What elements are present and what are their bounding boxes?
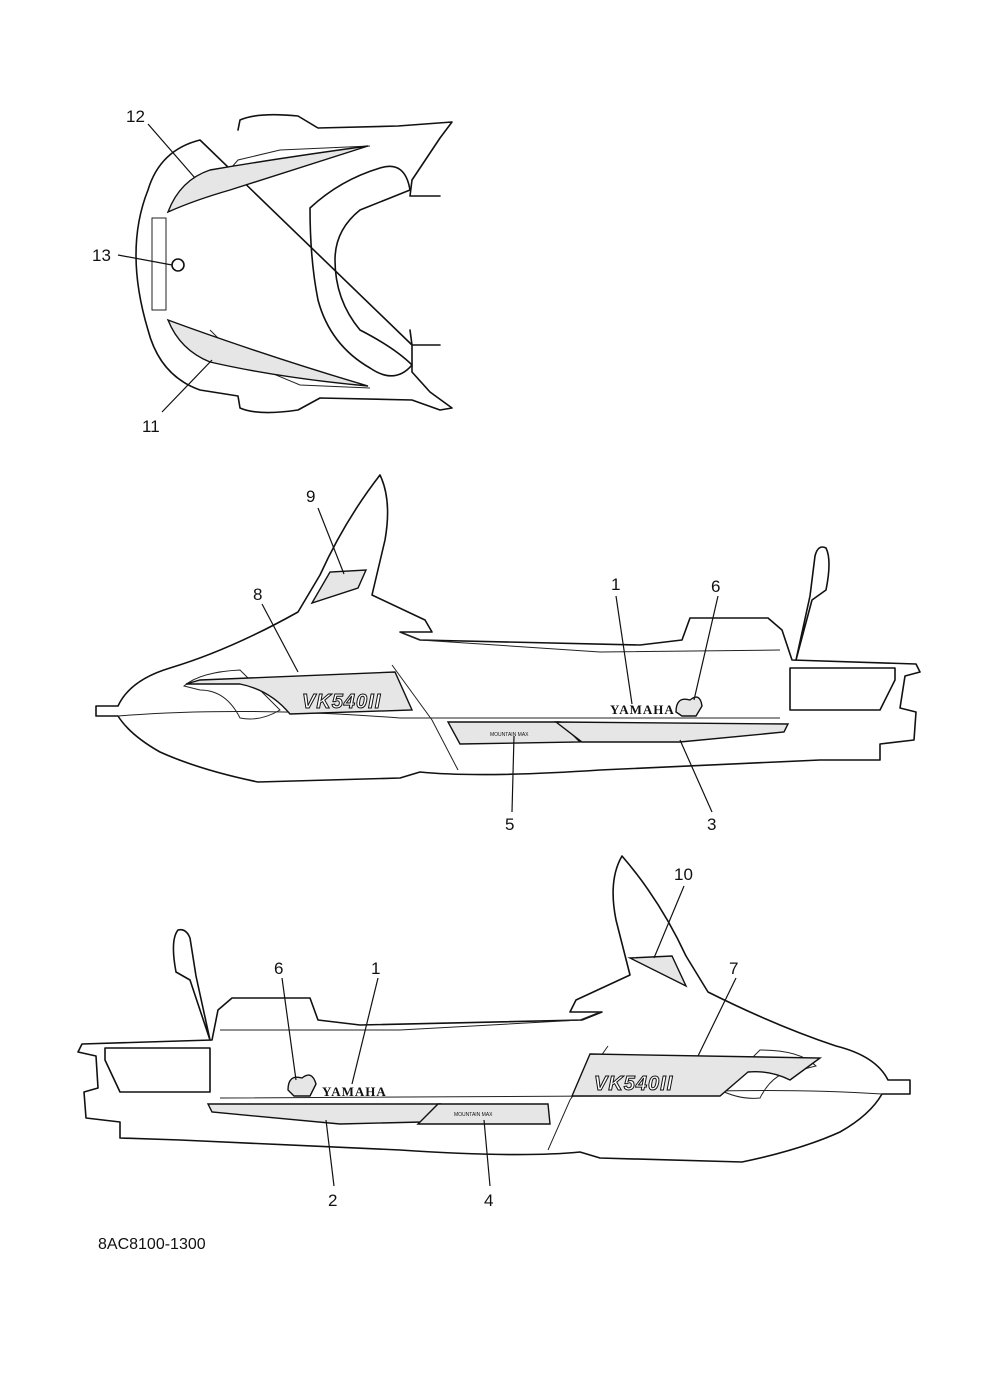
decal-6-emblem-right xyxy=(675,696,703,717)
callout-9: 9 xyxy=(306,487,315,506)
callout-11: 11 xyxy=(142,417,160,436)
decal-9 xyxy=(310,569,368,605)
callout-8: 8 xyxy=(253,585,262,604)
callout-10: 10 xyxy=(674,865,693,884)
decal-1-brand-left: YAMAHA xyxy=(322,1084,387,1099)
decal-4-stripe xyxy=(416,1103,551,1125)
side-view-right: VK540II YAMAHA MOUNTAIN MAX 9 8 1 6 5 3 xyxy=(95,474,921,834)
decal-4-text: MOUNTAIN MAX xyxy=(454,1112,493,1118)
callout-12: 12 xyxy=(126,107,145,126)
callout-6-left: 6 xyxy=(274,959,283,978)
callout-4: 4 xyxy=(484,1191,493,1210)
decal-1-brand-right: YAMAHA xyxy=(610,702,675,717)
decal-8-model-text: VK540II xyxy=(302,691,381,713)
diagram-code: 8AC8100-1300 xyxy=(98,1236,206,1253)
callout-1-right: 1 xyxy=(611,575,620,594)
decal-5-stripe xyxy=(446,721,582,745)
callout-1-left: 1 xyxy=(371,959,380,978)
callout-2: 2 xyxy=(328,1191,337,1210)
decal-6-emblem-left xyxy=(287,1074,317,1097)
callout-5: 5 xyxy=(505,815,514,834)
callout-3: 3 xyxy=(707,815,716,834)
side-view-left: VK540II YAMAHA MOUNTAIN MAX 10 6 1 7 2 4 xyxy=(77,855,911,1210)
decal-3-stripe xyxy=(553,721,790,743)
decal-5-text: MOUNTAIN MAX xyxy=(490,732,529,738)
decal-7-model-text: VK540II xyxy=(594,1073,673,1095)
callout-13: 13 xyxy=(92,246,111,265)
decal-12-stripe xyxy=(166,145,369,214)
decal-11-stripe xyxy=(166,318,369,387)
decal-8-stripe xyxy=(185,671,414,715)
decal-2-stripe xyxy=(206,1103,442,1125)
decal-13-emblem xyxy=(171,258,185,272)
callout-7: 7 xyxy=(729,959,738,978)
top-view-hood: 12 13 11 xyxy=(92,107,453,436)
decal-7-stripe xyxy=(570,1053,823,1097)
callout-6-right: 6 xyxy=(711,577,720,596)
decal-10 xyxy=(627,955,688,988)
